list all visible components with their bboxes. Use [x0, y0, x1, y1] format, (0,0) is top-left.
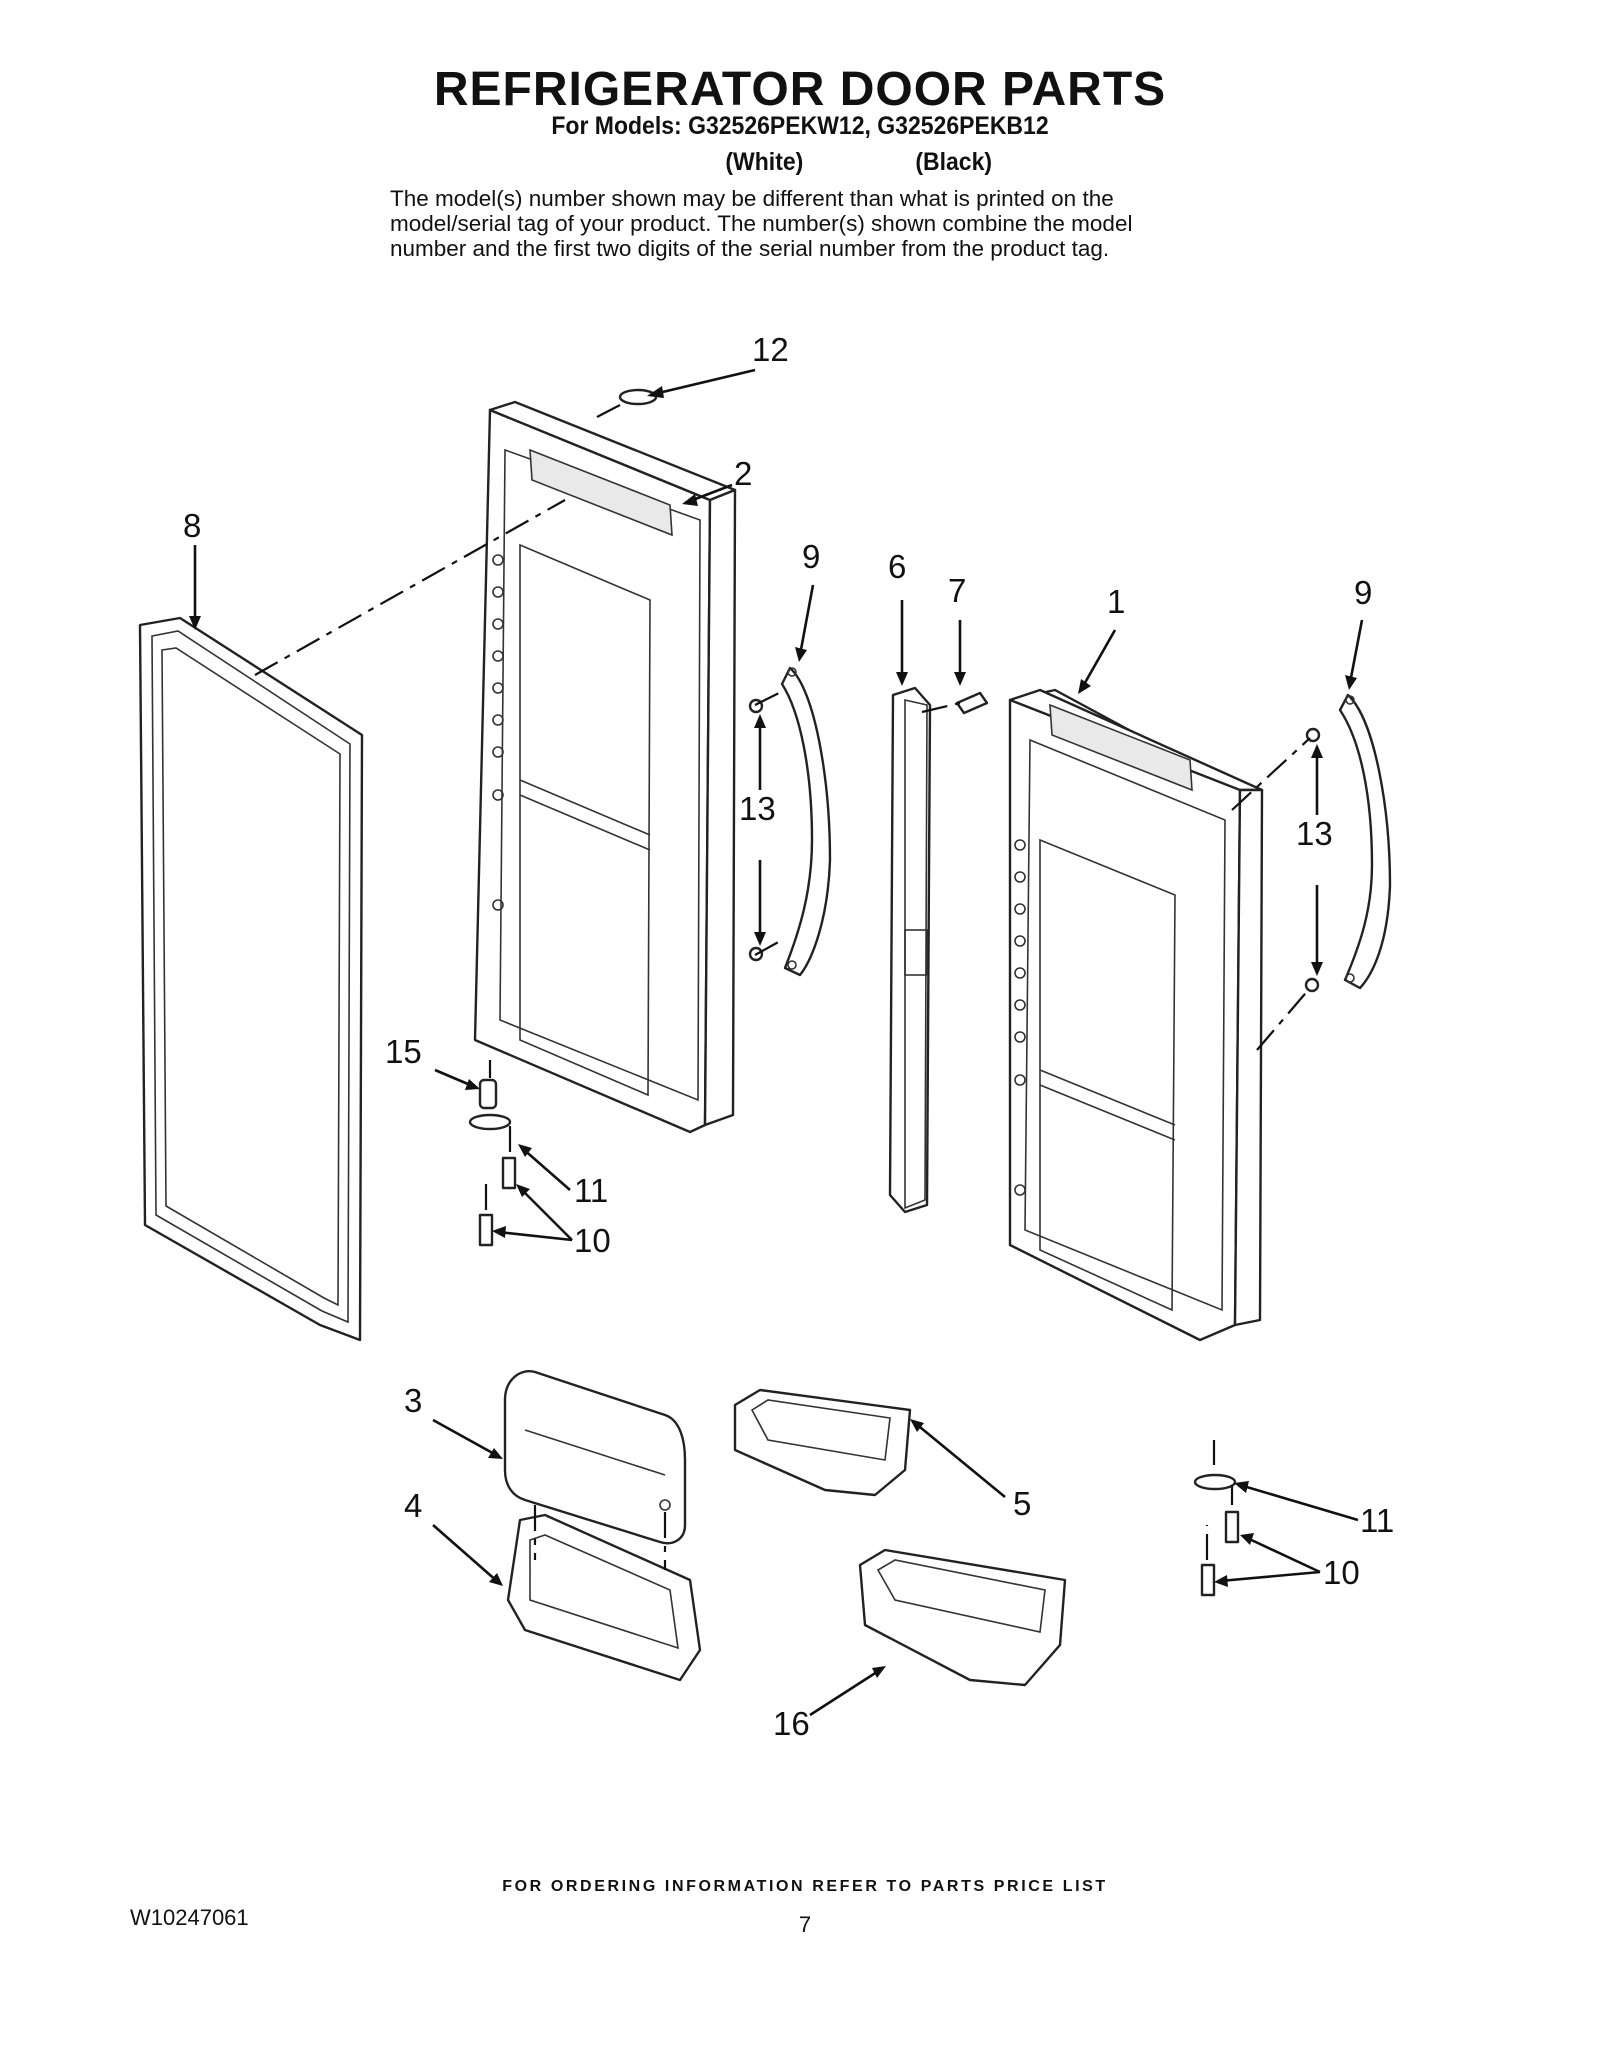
callout-1: 1 [1107, 583, 1125, 620]
dairy-bin [506, 1513, 702, 1682]
callout-15: 15 [385, 1033, 422, 1070]
page-number: 7 [798, 1912, 812, 1937]
callout-2: 2 [734, 455, 752, 492]
right-door-liner [1008, 688, 1264, 1342]
hinge-screw-icon [478, 1213, 494, 1247]
left-door-liner [473, 400, 737, 1134]
document-number: W10247061 [130, 1905, 249, 1930]
door-handle-right [1338, 693, 1392, 990]
door-bin-lower [858, 1548, 1067, 1687]
note-line: model/serial tag of your product. The nu… [390, 211, 1133, 236]
callout-3: 3 [404, 1382, 422, 1419]
callout-5: 5 [1013, 1485, 1031, 1522]
models-line: For Models: G32526PEKW12, G32526PEKB12 [551, 112, 1049, 140]
callout-11-left: 11 [574, 1172, 608, 1209]
callout-11-right: 11 [1360, 1502, 1394, 1539]
dairy-door-cover [503, 1370, 687, 1545]
callout-16: 16 [773, 1705, 810, 1742]
color-label-black: (Black) [915, 148, 993, 176]
ordering-info: FOR ORDERING INFORMATION REFER TO PARTS … [502, 1878, 1108, 1895]
top-hinge-bushing [618, 388, 658, 406]
callout-9-right: 9 [1354, 574, 1372, 611]
handle-screw-icon [1304, 977, 1320, 993]
callout-12: 12 [752, 331, 789, 368]
door-liner-dots [1014, 839, 1026, 1196]
left-hinge-hardware [468, 1078, 517, 1247]
hinge-screw-icon [501, 1156, 517, 1190]
color-label-white: (White) [725, 148, 804, 176]
callout-13-left: 13 [739, 790, 776, 827]
hinge-washer [1193, 1473, 1237, 1491]
callout-9-left: 9 [802, 538, 820, 575]
model-number-note: The model(s) number shown may be differe… [390, 186, 1250, 261]
callout-8: 8 [183, 507, 201, 544]
hinge-screw-icon [1200, 1563, 1216, 1597]
door-gasket [138, 616, 364, 1342]
hinge-washer [468, 1113, 512, 1131]
leader-lines [189, 368, 1364, 1717]
hinge-screw-icon [1224, 1510, 1240, 1544]
callout-10-right: 10 [1323, 1554, 1360, 1591]
note-line: The model(s) number shown may be differe… [390, 186, 1114, 211]
flipper-screw-icon [955, 691, 989, 715]
center-flipper [888, 686, 989, 1214]
callout-4: 4 [404, 1487, 422, 1524]
callout-6: 6 [888, 548, 906, 585]
callout-13-right: 13 [1296, 815, 1333, 852]
callout-10-left: 10 [574, 1222, 611, 1259]
callout-7: 7 [948, 572, 966, 609]
hinge-pin-cap [478, 1078, 498, 1110]
right-hinge-hardware [1193, 1473, 1240, 1597]
note-line: number and the first two digits of the s… [390, 236, 1110, 261]
door-handle-left [780, 666, 832, 977]
door-liner-dots [492, 554, 504, 911]
page-title: REFRIGERATOR DOOR PARTS [433, 63, 1167, 116]
door-bin-upper [733, 1388, 912, 1497]
